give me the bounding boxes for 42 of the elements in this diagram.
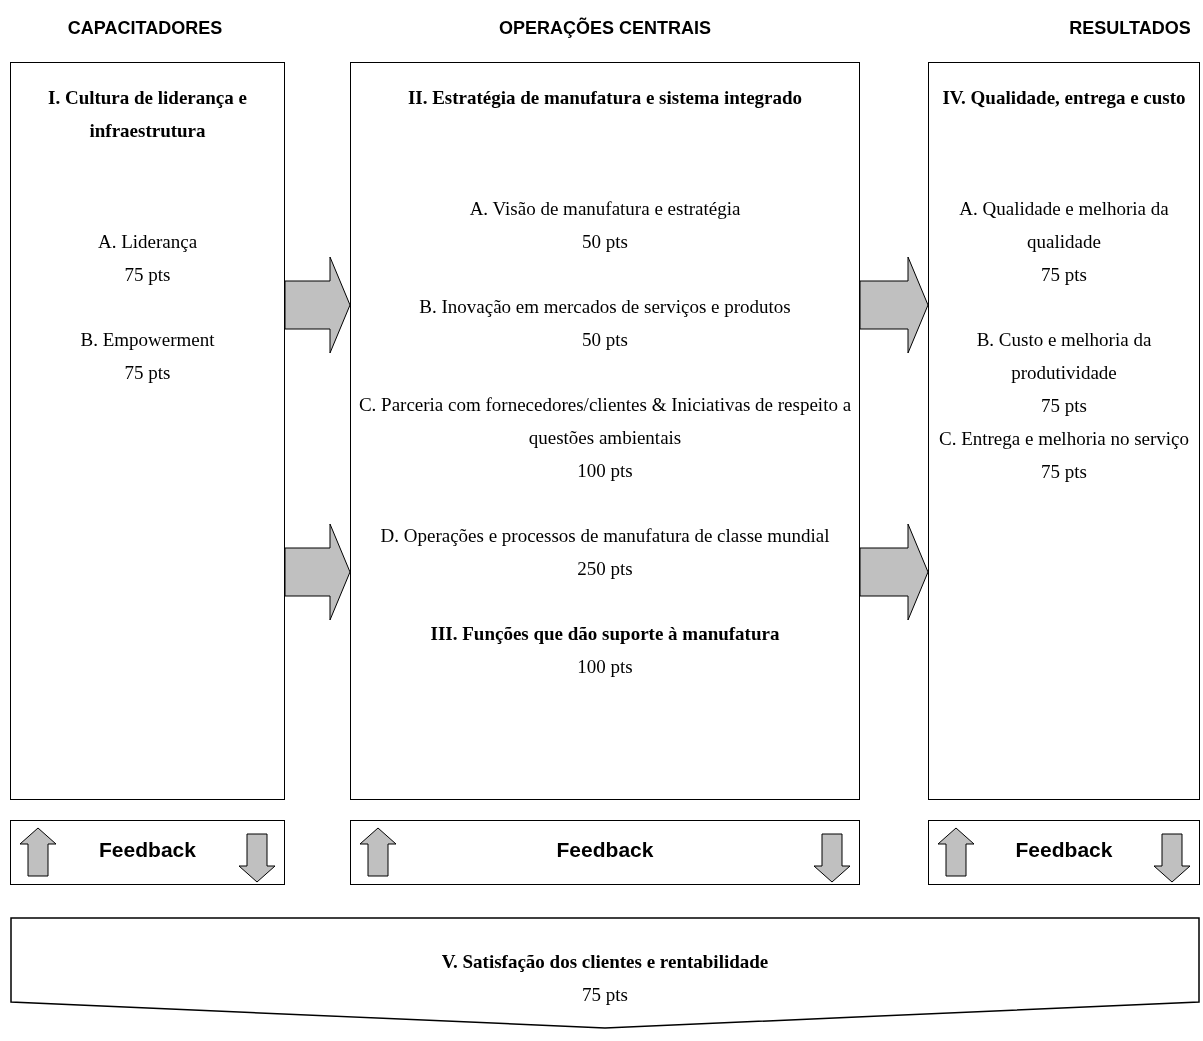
feedback-label: Feedback — [555, 838, 655, 862]
section-heading: II. Estratégia de manufatura e sistema integrado — [406, 86, 804, 110]
item-text: B. Custo e melhoria da produtividade — [975, 328, 1153, 385]
feedback-label: Feedback — [1014, 838, 1114, 862]
section-box — [350, 62, 860, 800]
item-text: C. Parceria com fornecedores/clientes & Iniciativas de respeito a questões ambientais — [357, 393, 853, 450]
points-text: 75 pts — [123, 361, 172, 385]
section-heading: III. Funções que dão suporte à manufatura — [429, 622, 781, 646]
section-heading: V. Satisfação dos clientes e rentabilidade — [440, 950, 770, 974]
points-text: 75 pts — [1040, 263, 1088, 287]
points-text: 75 pts — [1040, 460, 1088, 484]
section-heading: I. Cultura de liderança e infraestrutura — [47, 86, 248, 143]
points-text: 100 pts — [576, 655, 634, 679]
section-box — [928, 62, 1200, 800]
item-text: B. Inovação em mercados de serviços e produtos — [418, 295, 792, 319]
feedback-label: Feedback — [98, 838, 197, 862]
section-box — [10, 62, 285, 800]
column-heading: OPERAÇÕES CENTRAIS — [499, 18, 711, 39]
feedback-panel — [10, 820, 285, 885]
block-arrow — [284, 256, 351, 354]
column-heading: RESULTADOS — [1069, 18, 1191, 39]
item-text: A. Liderança — [96, 230, 199, 254]
item-text: A. Visão de manufatura e estratégia — [468, 197, 742, 221]
item-text: A. Qualidade e melhoria da qualidade — [958, 197, 1170, 254]
block-arrow — [284, 523, 351, 621]
points-text: 75 pts — [123, 263, 172, 287]
points-text: 50 pts — [581, 230, 629, 254]
points-text: 75 pts — [1040, 394, 1088, 418]
section-heading: IV. Qualidade, entrega e custo — [941, 86, 1187, 110]
points-text: 75 pts — [581, 983, 629, 1007]
points-text: 100 pts — [576, 459, 634, 483]
points-text: 250 pts — [576, 557, 634, 581]
feedback-panel — [350, 820, 860, 885]
block-arrow — [859, 256, 929, 354]
banner-shape — [10, 917, 1200, 1029]
item-text: D. Operações e processos de manufatura de classe mundial — [379, 524, 831, 548]
feedback-panel — [928, 820, 1200, 885]
points-text: 50 pts — [581, 328, 629, 352]
item-text: C. Entrega e melhoria no serviço — [937, 427, 1191, 451]
item-text: B. Empowerment — [79, 328, 216, 352]
column-heading: CAPACITADORES — [67, 18, 223, 39]
block-arrow — [859, 523, 929, 621]
